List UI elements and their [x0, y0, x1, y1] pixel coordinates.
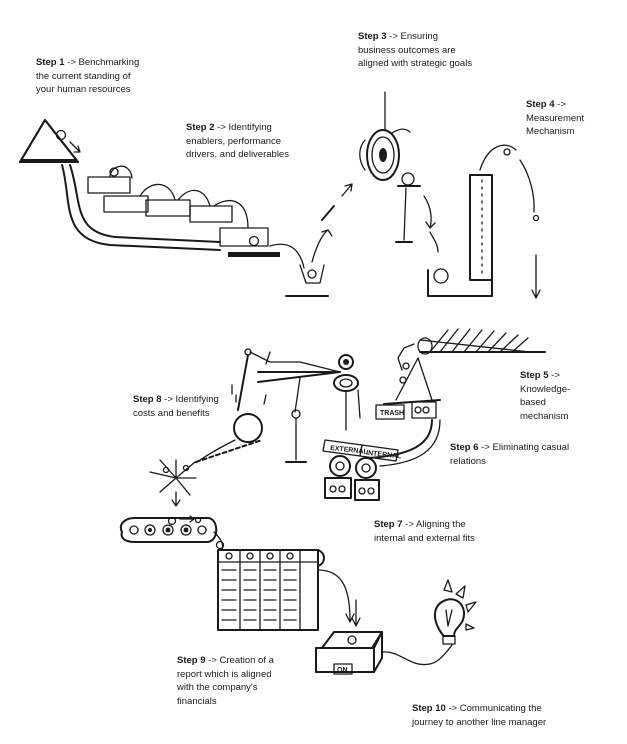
rocket [321, 183, 353, 221]
benchmark-pyramid [19, 119, 221, 251]
step-8-label: Step 8 -> Identifying costs and benefits [133, 394, 219, 419]
on-label: ON [337, 667, 348, 674]
step-6-label: Step 6 -> Eliminating casual relations [450, 442, 570, 467]
step-10-label: Step 10 -> Communicating the journey to … [412, 703, 547, 728]
step-7-label: Step 7 -> Aligning the internal and exte… [374, 519, 475, 544]
target-pendulum [359, 91, 449, 284]
measurement-tube [427, 144, 541, 299]
trash-label: TRASH [380, 410, 404, 417]
branch-splitter [149, 459, 197, 507]
on-switch: ON [315, 631, 453, 675]
ball [248, 235, 260, 247]
conveyor-belt [119, 515, 225, 551]
step-3-label: Step 3 -> Ensuring business outcomes are… [358, 31, 473, 69]
internal-label: INTERNAL [366, 450, 403, 461]
sorting-buckets: TRASH [369, 357, 441, 467]
ball [55, 129, 67, 141]
fit-machine: EXTERNAL INTERNAL [322, 439, 403, 501]
light-bulb [434, 579, 477, 645]
step-5-label: Step 5 -> Knowledge-based mechanism [520, 370, 571, 422]
dominoes [397, 328, 546, 384]
external-label: EXTERNAL [330, 445, 369, 456]
step-2-label: Step 2 -> Identifying enablers, performa… [186, 122, 289, 160]
report-sheet [217, 549, 361, 631]
enablers-boxes [87, 165, 305, 269]
step-9-label: Step 9 -> Creation of a report which is … [177, 655, 274, 707]
step-1-label: Step 1 -> Benchmarking the current stand… [36, 57, 140, 95]
cup-launcher [285, 229, 333, 297]
step-4-label: Step 4 -> Measurement Mechanism [526, 99, 585, 137]
ball [109, 167, 119, 177]
scissors-pulley [195, 348, 361, 463]
